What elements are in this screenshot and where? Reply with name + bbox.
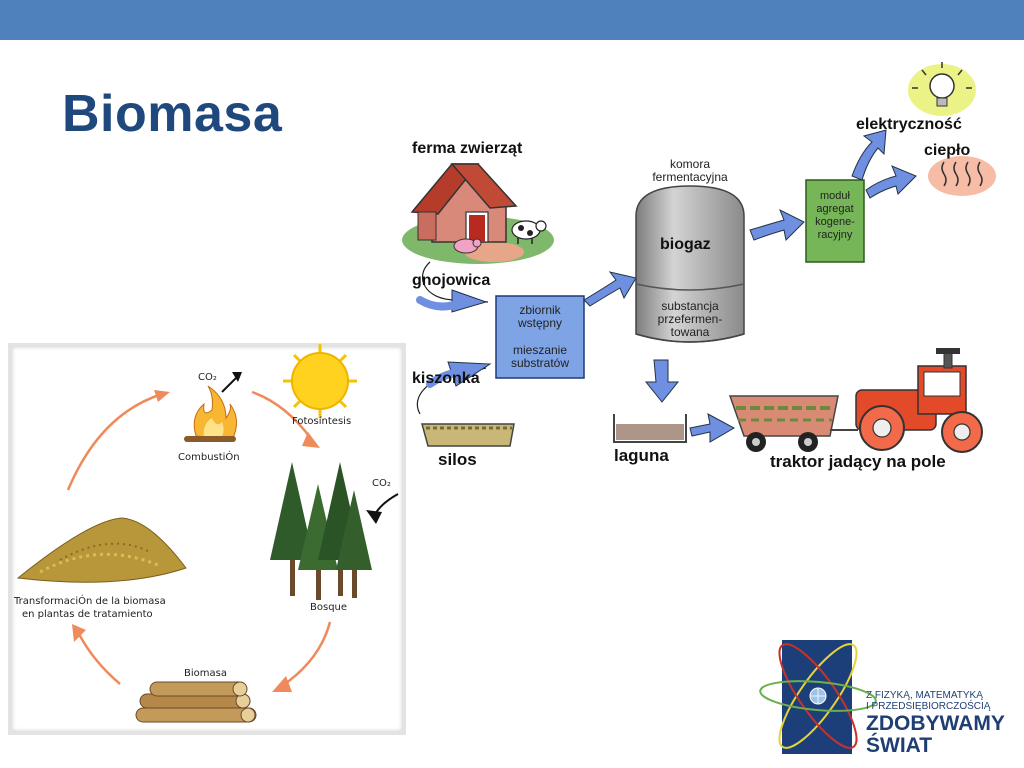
heat-icon [928,156,996,196]
cycle-arrow-biomass-to-plant [76,631,121,685]
chamber-line-2: fermentacyjna [652,170,728,184]
cow-icon [511,220,547,244]
module-line-3: kogene- [815,216,855,228]
tank-to-chamber-arrow [583,271,637,307]
chamber-line-1: komora [669,157,710,171]
forest-icon [270,462,372,600]
tractor-label: traktor jadący na pole [770,452,946,471]
header-bar [0,0,1024,40]
logo-line-3: ZDOBYWAMY [866,712,1005,735]
chamber-to-lagoon-arrow [644,359,680,403]
pre-tank-label: zbiornik wstępny [496,304,584,330]
logo-line-4: ŚWIAT [866,734,933,757]
cycle-arrow-forest-to-biomass [281,621,332,688]
forest-label: Bosque [310,602,348,613]
pre-tank-line-1: zbiornik [519,303,561,317]
lagoon-icon [613,414,687,443]
digestate-line-2: przefermen- [657,312,723,326]
electricity-label: elektryczność [856,116,962,133]
biogas-label: biogaz [660,236,711,253]
sun-icon [283,344,357,418]
mixing-line-1: mieszanie [512,343,568,357]
trailer-icon [728,395,858,452]
logo-orbit-yellow [778,643,858,749]
module-to-heat-arrow [865,165,917,199]
cycle-arrow-plant-to-combustion [66,392,163,491]
slide-title: Biomasa [62,85,283,143]
barn-icon [410,163,518,243]
logo-line-1: Z FIZYKĄ, MATEMATYKĄ [866,690,983,701]
pre-tank-line-2: wstępny [517,316,563,330]
logo-line-2: I PRZEDSIĘBIORCZOŚCIĄ [866,701,991,712]
combustion-label: CombustiÓn [178,452,240,463]
module-to-electricity-arrow [851,129,887,181]
lagoon-to-tractor-arrow [689,413,736,443]
fire-icon [184,385,237,442]
lagoon-label: laguna [614,446,669,465]
logo-orbit-red [778,643,858,749]
module-label: moduł agregat kogene- racyjny [806,190,864,242]
silos-label: silos [438,450,477,469]
logo-orbit-green [759,680,877,712]
module-line-1: moduł [820,190,850,202]
chamber-to-module-arrow [749,208,805,242]
tractor-icon [855,348,983,453]
light-bulb-icon [908,62,976,116]
biomass-label: Biomasa [184,668,227,679]
manure-label: gnojowica [412,272,491,289]
co2-top-label: CO₂ [198,372,217,383]
transformation-line-1: TransformaciÓn de la biomasa [14,596,166,607]
logs-icon [135,681,257,723]
cogeneration-module-box [805,179,865,263]
digestate-line-1: substancja [661,299,719,313]
mixing-line-2: substratów [510,356,570,370]
farm-label: ferma zwierząt [412,140,523,157]
heat-label: ciepło [924,142,971,159]
transformation-line-2: en plantas de tratamiento [22,609,153,620]
photosynthesis-label: Fotosíntesis [292,416,352,427]
cycle-arrow-combustion-to-sun [251,390,314,441]
co2-top-arrow-icon [221,377,237,393]
module-line-2: agregat [816,203,854,215]
biomass-heap-icon [16,517,187,583]
digestate-line-3: towana [670,325,710,339]
digestate-label: substancja przefermen- towana [636,300,744,339]
module-line-4: racyjny [817,229,853,241]
silos-icon [421,423,515,447]
fermentation-chamber-icon [635,185,745,343]
pre-tank-box [495,295,585,379]
pig-icon [453,238,482,254]
mixing-label: mieszanie substratów [496,344,584,370]
chamber-label: komora fermentacyjna [624,158,756,184]
silage-label: kiszonka [412,370,480,387]
co2-right-label: CO₂ [372,478,391,489]
